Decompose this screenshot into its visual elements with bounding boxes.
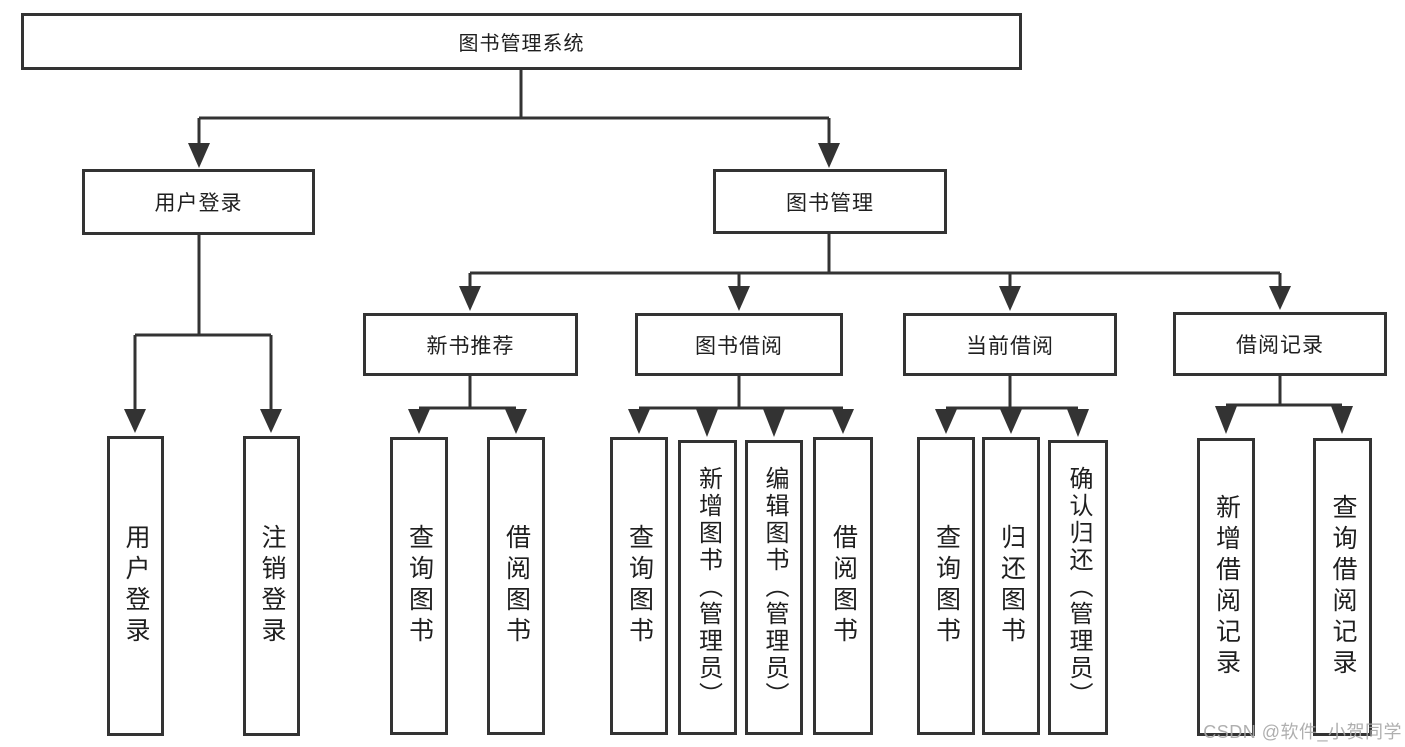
node-book-borrow: 图书借阅	[635, 313, 843, 376]
node-leaf-query-books-1: 查询图书	[390, 437, 448, 735]
node-current-borrow: 当前借阅	[903, 313, 1117, 376]
node-leaf-edit-books-admin: 编辑图书（管理员）	[745, 440, 803, 735]
node-leaf-query-books-2: 查询图书	[610, 437, 668, 735]
node-root-system: 图书管理系统	[21, 13, 1022, 70]
csdn-watermark: CSDN @软件_小贺同学	[1203, 722, 1402, 742]
node-leaf-add-books-admin: 新增图书（管理员）	[678, 440, 737, 735]
node-leaf-confirm-return-admin: 确认归还（管理员）	[1048, 440, 1108, 735]
node-leaf-add-borrow-record: 新增借阅记录	[1197, 438, 1255, 736]
node-user-login: 用户登录	[82, 169, 315, 235]
node-book-management: 图书管理	[713, 169, 947, 234]
node-new-book-recommend: 新书推荐	[363, 313, 578, 376]
arrowheads	[124, 143, 1353, 437]
node-leaf-borrow-books-1: 借阅图书	[487, 437, 545, 735]
node-leaf-return-books: 归还图书	[982, 437, 1040, 735]
node-borrow-records: 借阅记录	[1173, 312, 1387, 376]
node-leaf-query-books-3: 查询图书	[917, 437, 975, 735]
node-leaf-user-login: 用户登录	[107, 436, 164, 736]
node-leaf-query-borrow-record: 查询借阅记录	[1313, 438, 1372, 736]
node-leaf-logout: 注销登录	[243, 436, 300, 736]
node-leaf-borrow-books-2: 借阅图书	[813, 437, 873, 735]
